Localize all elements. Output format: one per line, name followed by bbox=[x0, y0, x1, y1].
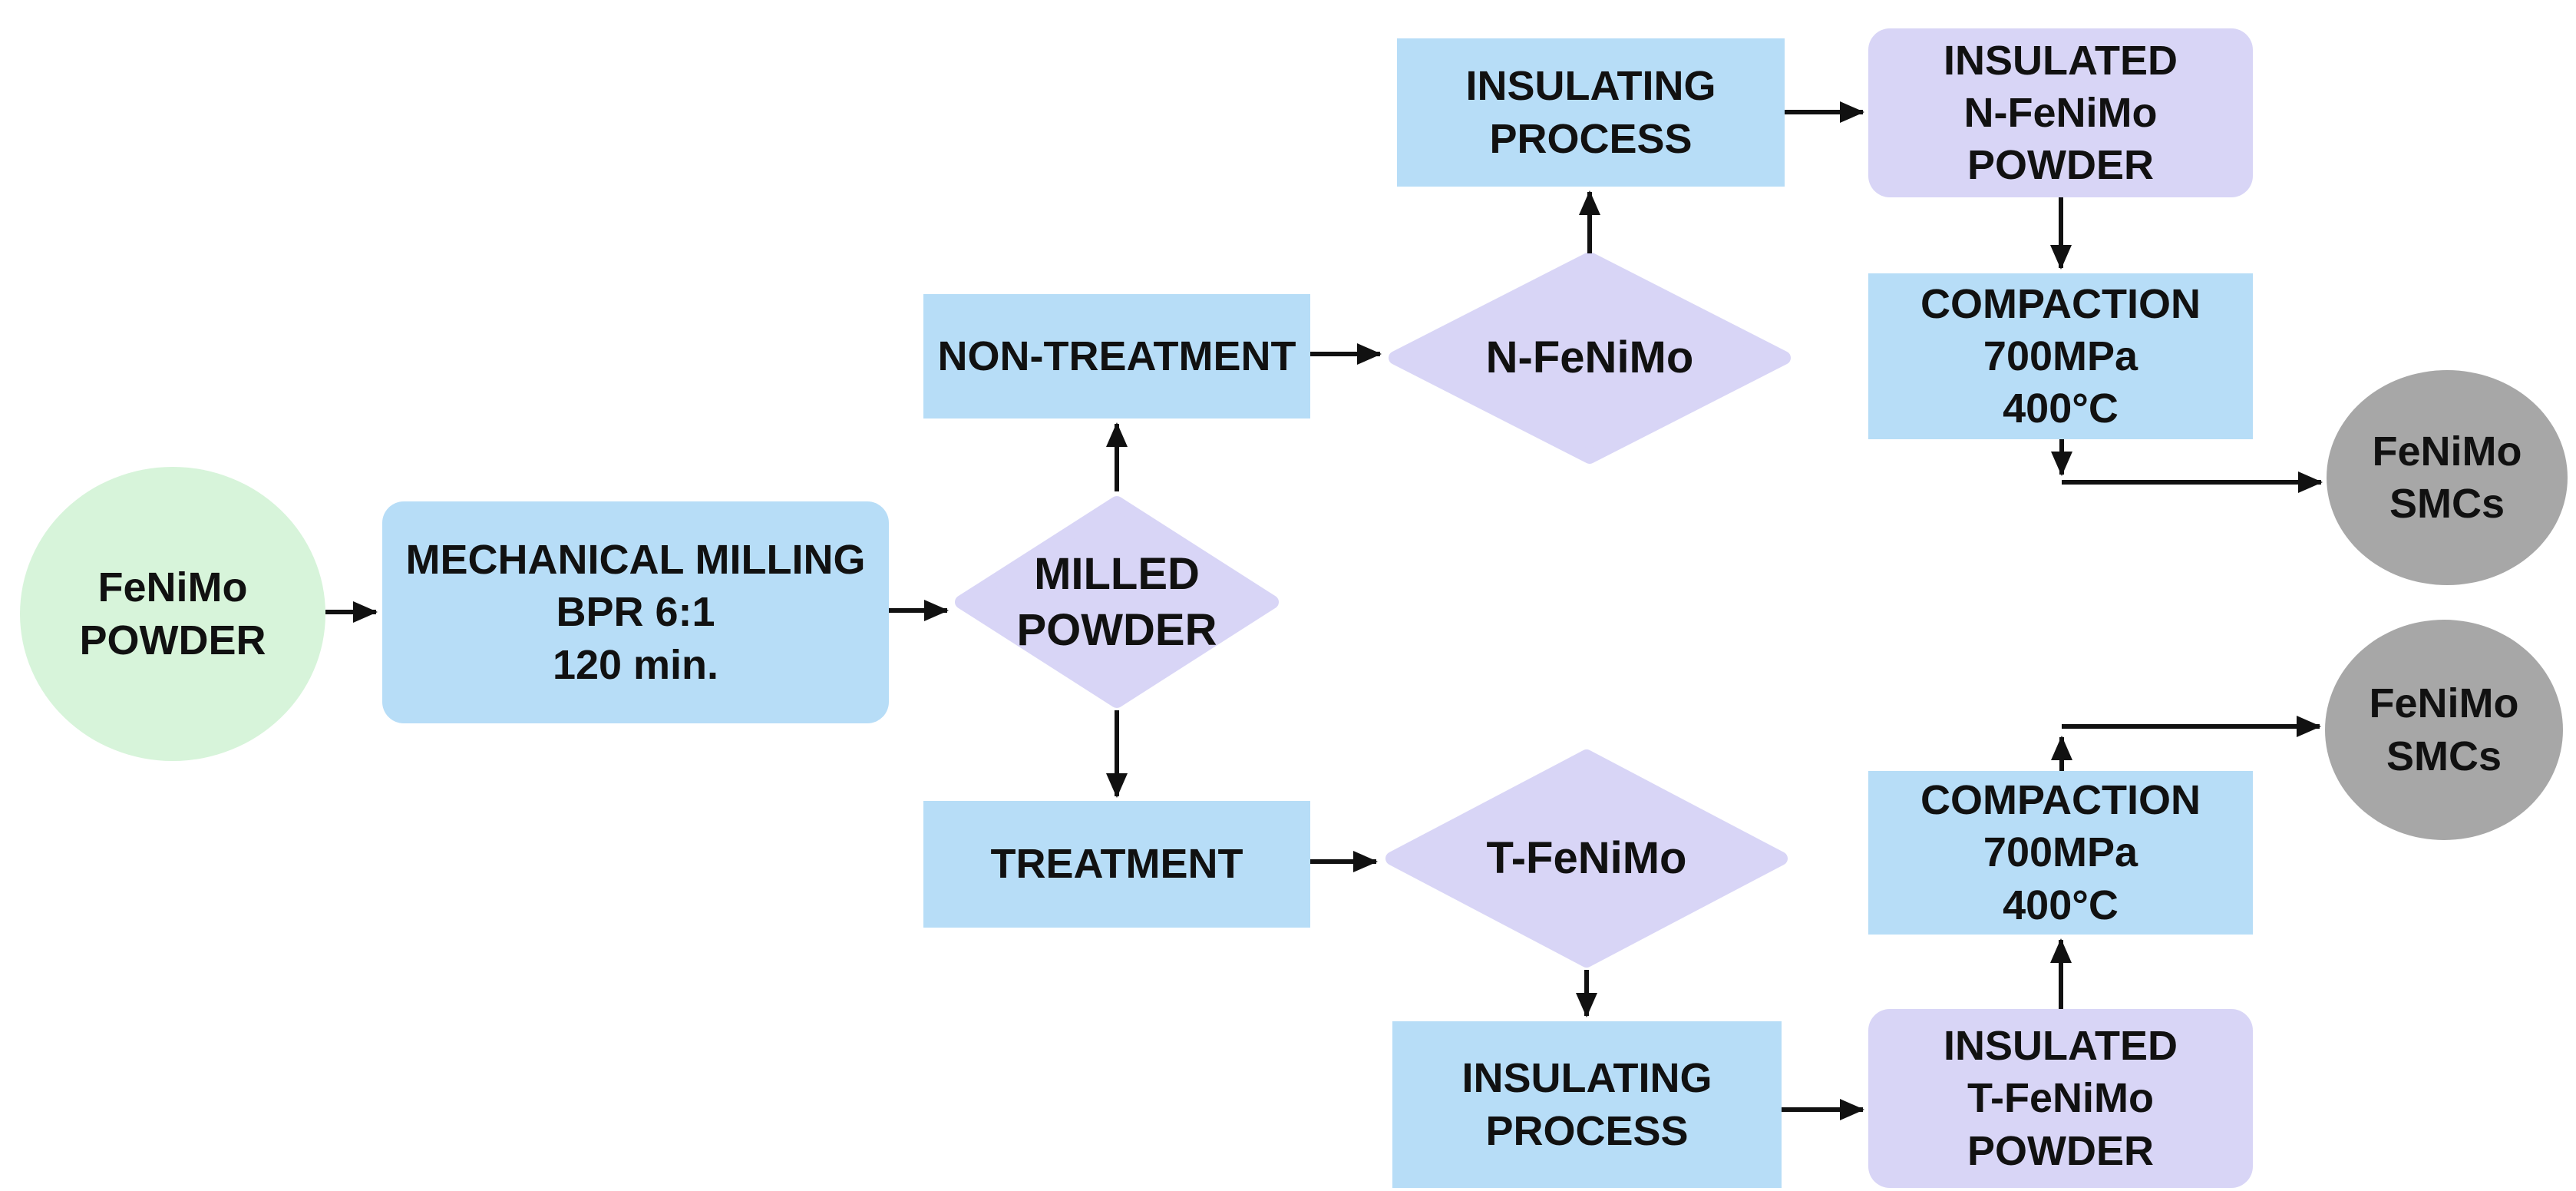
node-treatment-label: TREATMENT bbox=[990, 841, 1243, 888]
node-fenimo-smcs-top-label: FeNiMo SMCs bbox=[2372, 428, 2522, 527]
node-insulated-n-fenimo-powder-label: INSULATED N-FeNiMo POWDER bbox=[1944, 37, 2178, 189]
node-non-treatment-label: NON-TREATMENT bbox=[937, 332, 1296, 379]
t-fenimo-diamond-shape bbox=[1385, 749, 1788, 968]
node-fenimo-smcs-bottom-label: FeNiMo SMCs bbox=[2369, 680, 2519, 779]
node-t-fenimo-label: T-FeNiMo bbox=[1486, 833, 1687, 884]
node-fenimo-powder: FeNiMo POWDER bbox=[20, 467, 325, 761]
node-compaction-top-label: COMPACTION 700MPa 400°C bbox=[1920, 280, 2201, 432]
node-fenimo-smcs-top: FeNiMo SMCs bbox=[2327, 370, 2568, 585]
node-n-fenimo-label: N-FeNiMo bbox=[1485, 332, 1694, 383]
node-milled-powder-label: MILLED POWDER bbox=[1016, 548, 1217, 655]
node-fenimo-powder-label: FeNiMo POWDER bbox=[79, 564, 266, 663]
node-insulating-process-top-label: INSULATING PROCESS bbox=[1465, 63, 1716, 162]
node-insulating-process-bottom-label: INSULATING PROCESS bbox=[1461, 1055, 1712, 1154]
node-t-fenimo: T-FeNiMo bbox=[1382, 749, 1792, 968]
node-insulated-n-fenimo-powder: INSULATED N-FeNiMo POWDER bbox=[1868, 28, 2253, 197]
node-n-fenimo: N-FeNiMo bbox=[1385, 251, 1795, 465]
node-milled-powder: MILLED POWDER bbox=[951, 495, 1283, 709]
node-compaction-bottom: COMPACTION 700MPa 400°C bbox=[1868, 771, 2253, 935]
node-compaction-bottom-label: COMPACTION 700MPa 400°C bbox=[1920, 777, 2201, 928]
node-insulated-t-fenimo-powder-label: INSULATED T-FeNiMo POWDER bbox=[1944, 1023, 2178, 1174]
node-mechanical-milling: MECHANICAL MILLING BPR 6:1 120 min. bbox=[382, 501, 889, 723]
node-insulated-t-fenimo-powder: INSULATED T-FeNiMo POWDER bbox=[1868, 1009, 2253, 1188]
node-compaction-top: COMPACTION 700MPa 400°C bbox=[1868, 273, 2253, 439]
node-fenimo-smcs-bottom: FeNiMo SMCs bbox=[2325, 620, 2563, 840]
n-fenimo-diamond-shape bbox=[1389, 252, 1791, 464]
node-treatment: TREATMENT bbox=[923, 801, 1310, 928]
node-mechanical-milling-label: MECHANICAL MILLING BPR 6:1 120 min. bbox=[405, 537, 866, 688]
node-non-treatment: NON-TREATMENT bbox=[923, 294, 1310, 419]
milled-powder-diamond-shape bbox=[955, 496, 1279, 708]
node-insulating-process-top: INSULATING PROCESS bbox=[1397, 38, 1785, 187]
node-insulating-process-bottom: INSULATING PROCESS bbox=[1392, 1021, 1782, 1188]
